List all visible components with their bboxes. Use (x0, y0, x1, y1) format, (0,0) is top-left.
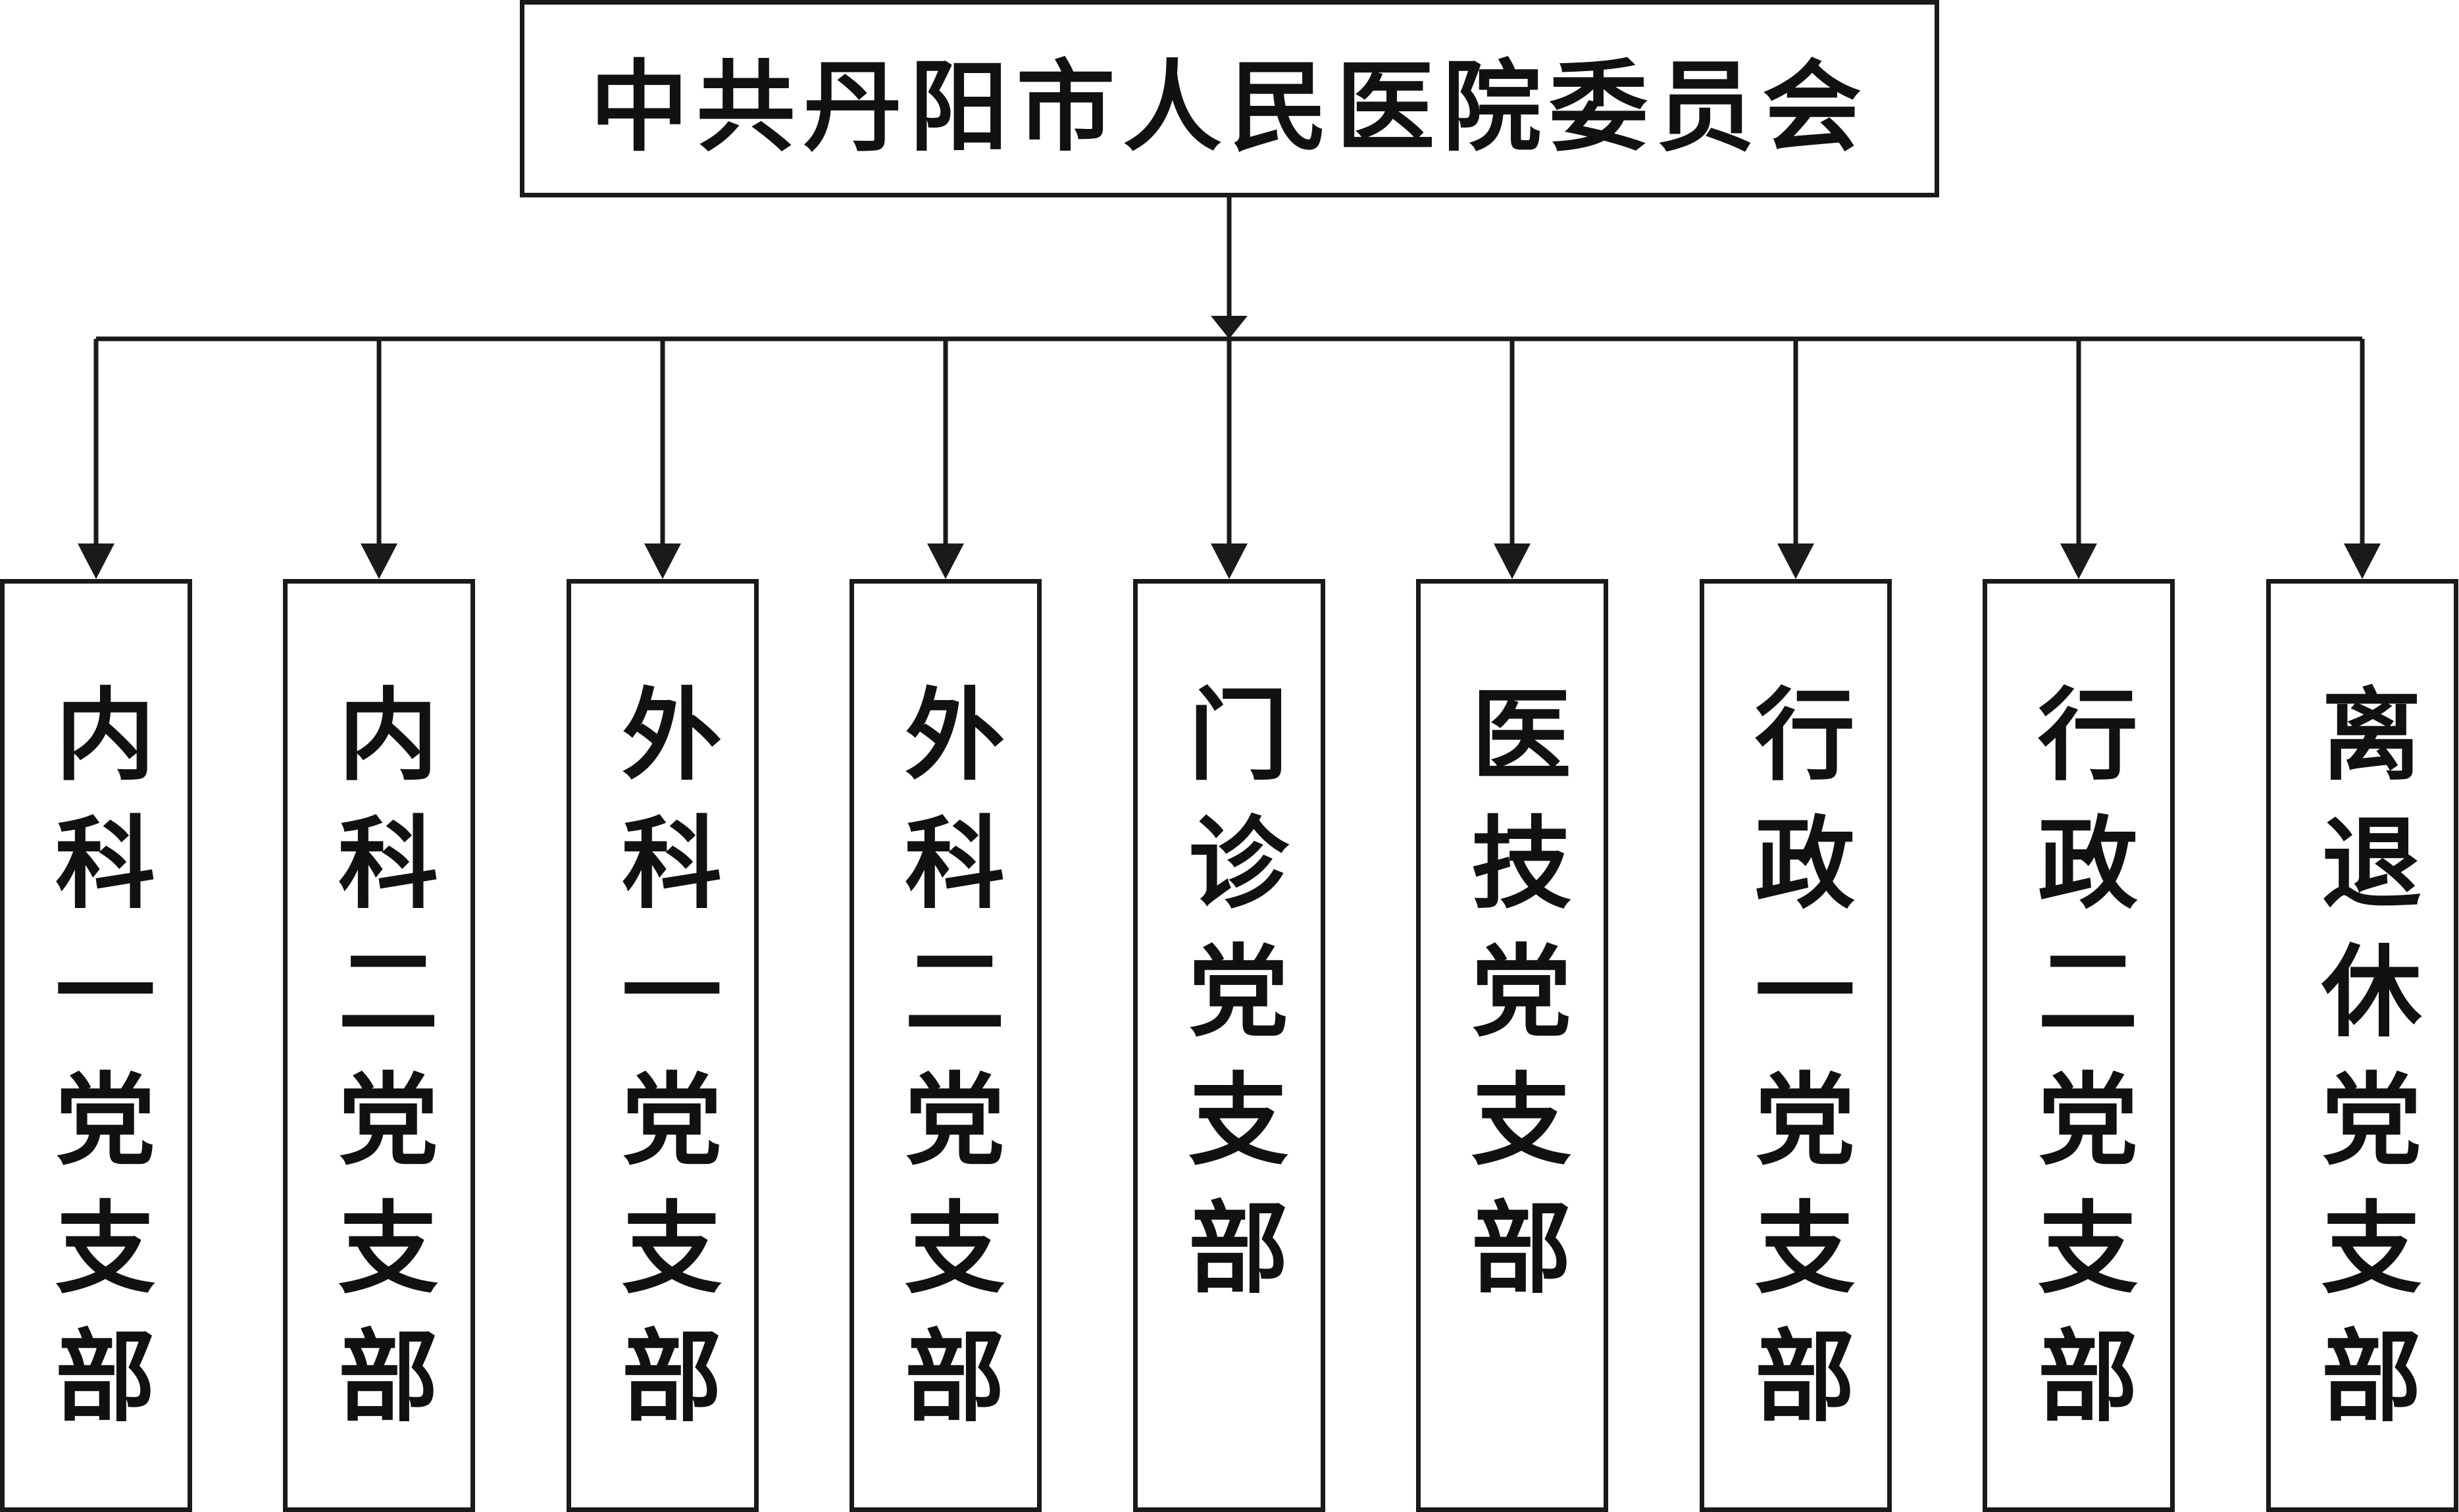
branch-node-1: 内科二党支部 (283, 579, 475, 1512)
drop-0 (78, 339, 114, 579)
branch-label-8: 离退休党支部 (2304, 682, 2421, 1452)
drop-6 (1777, 339, 1814, 579)
branch-node-0: 内科一党支部 (0, 579, 192, 1512)
drop-8 (2344, 339, 2381, 579)
branch-label-5: 医技党支部 (1454, 682, 1571, 1324)
branch-node-6: 行政一党支部 (1700, 579, 1892, 1512)
drop-3 (927, 339, 964, 579)
branch-node-7: 行政二党支部 (1983, 579, 2175, 1512)
branch-label-3: 外科二党支部 (888, 682, 1004, 1452)
drop-7 (2060, 339, 2097, 579)
branch-node-4: 门诊党支部 (1133, 579, 1325, 1512)
branch-label-2: 外科一党支部 (605, 682, 721, 1452)
branch-label-7: 行政二党支部 (2021, 682, 2137, 1452)
branch-node-5: 医技党支部 (1416, 579, 1608, 1512)
branch-label-4: 门诊党支部 (1171, 682, 1288, 1324)
branch-label-1: 内科二党支部 (321, 682, 438, 1452)
branch-label-6: 行政一党支部 (1738, 682, 1854, 1452)
branch-node-3: 外科二党支部 (849, 579, 1042, 1512)
drop-1 (361, 339, 397, 579)
branch-label-0: 内科一党支部 (38, 682, 155, 1452)
trunk-arrowhead (1211, 316, 1248, 339)
root-node-box: 中共丹阳市人民医院委员会 (520, 0, 1939, 197)
drop-4 (1211, 339, 1248, 579)
branch-node-8: 离退休党支部 (2266, 579, 2458, 1512)
branch-node-2: 外科一党支部 (567, 579, 759, 1512)
drop-2 (644, 339, 681, 579)
root-node-label: 中共丹阳市人民医院委员会 (590, 50, 1869, 165)
drop-5 (1494, 339, 1531, 579)
